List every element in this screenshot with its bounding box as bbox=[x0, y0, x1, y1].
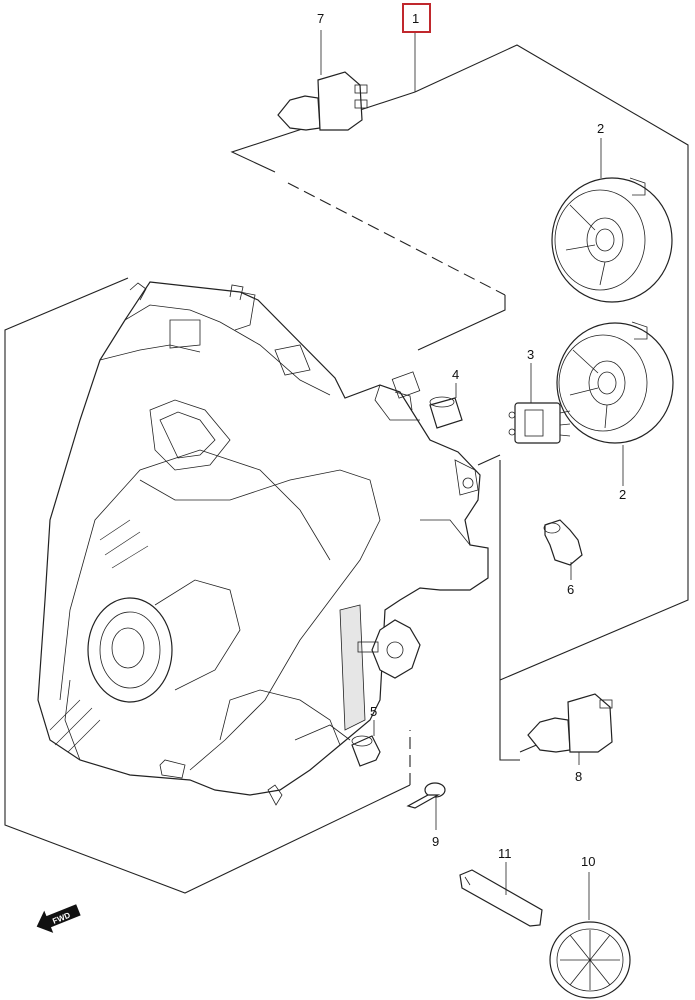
fwd-arrow-icon: FWD bbox=[36, 904, 81, 933]
part-10-reflector bbox=[549, 921, 631, 999]
part-4-grommet bbox=[429, 396, 463, 429]
callout-1: 1 bbox=[412, 11, 419, 26]
part-2-lower-cap bbox=[556, 321, 674, 444]
part-9-screw bbox=[406, 782, 446, 809]
callout-10: 10 bbox=[581, 854, 595, 869]
part-5-grommet bbox=[351, 735, 381, 767]
callout-3: 3 bbox=[527, 347, 534, 362]
part-8-bulb bbox=[527, 693, 613, 753]
callouts: 1 7 2 3 4 2 6 5 8 9 11 10 bbox=[317, 3, 626, 869]
callout-11: 11 bbox=[498, 846, 512, 861]
callout-9: 9 bbox=[432, 834, 439, 849]
callout-7: 7 bbox=[317, 11, 324, 26]
callout-2-upper: 2 bbox=[597, 121, 604, 136]
callout-2-lower: 2 bbox=[619, 487, 626, 502]
part-2-upper-cap bbox=[551, 177, 673, 303]
callout-5: 5 bbox=[370, 704, 377, 719]
fwd-label: FWD bbox=[51, 911, 71, 926]
bulb-sub-bracket bbox=[477, 454, 561, 761]
callout-6: 6 bbox=[567, 582, 574, 597]
leader-lines bbox=[320, 30, 624, 920]
part-7-bulb bbox=[277, 71, 368, 131]
headlamp-housing bbox=[37, 281, 489, 806]
part-6-elbow bbox=[543, 519, 583, 566]
callout-4: 4 bbox=[452, 367, 459, 382]
part-11-pin bbox=[459, 869, 543, 927]
callout-1-highlight-box bbox=[402, 3, 431, 33]
part-3-socket bbox=[508, 402, 571, 444]
callout-8: 8 bbox=[575, 769, 582, 784]
adjuster-knob bbox=[357, 619, 421, 679]
